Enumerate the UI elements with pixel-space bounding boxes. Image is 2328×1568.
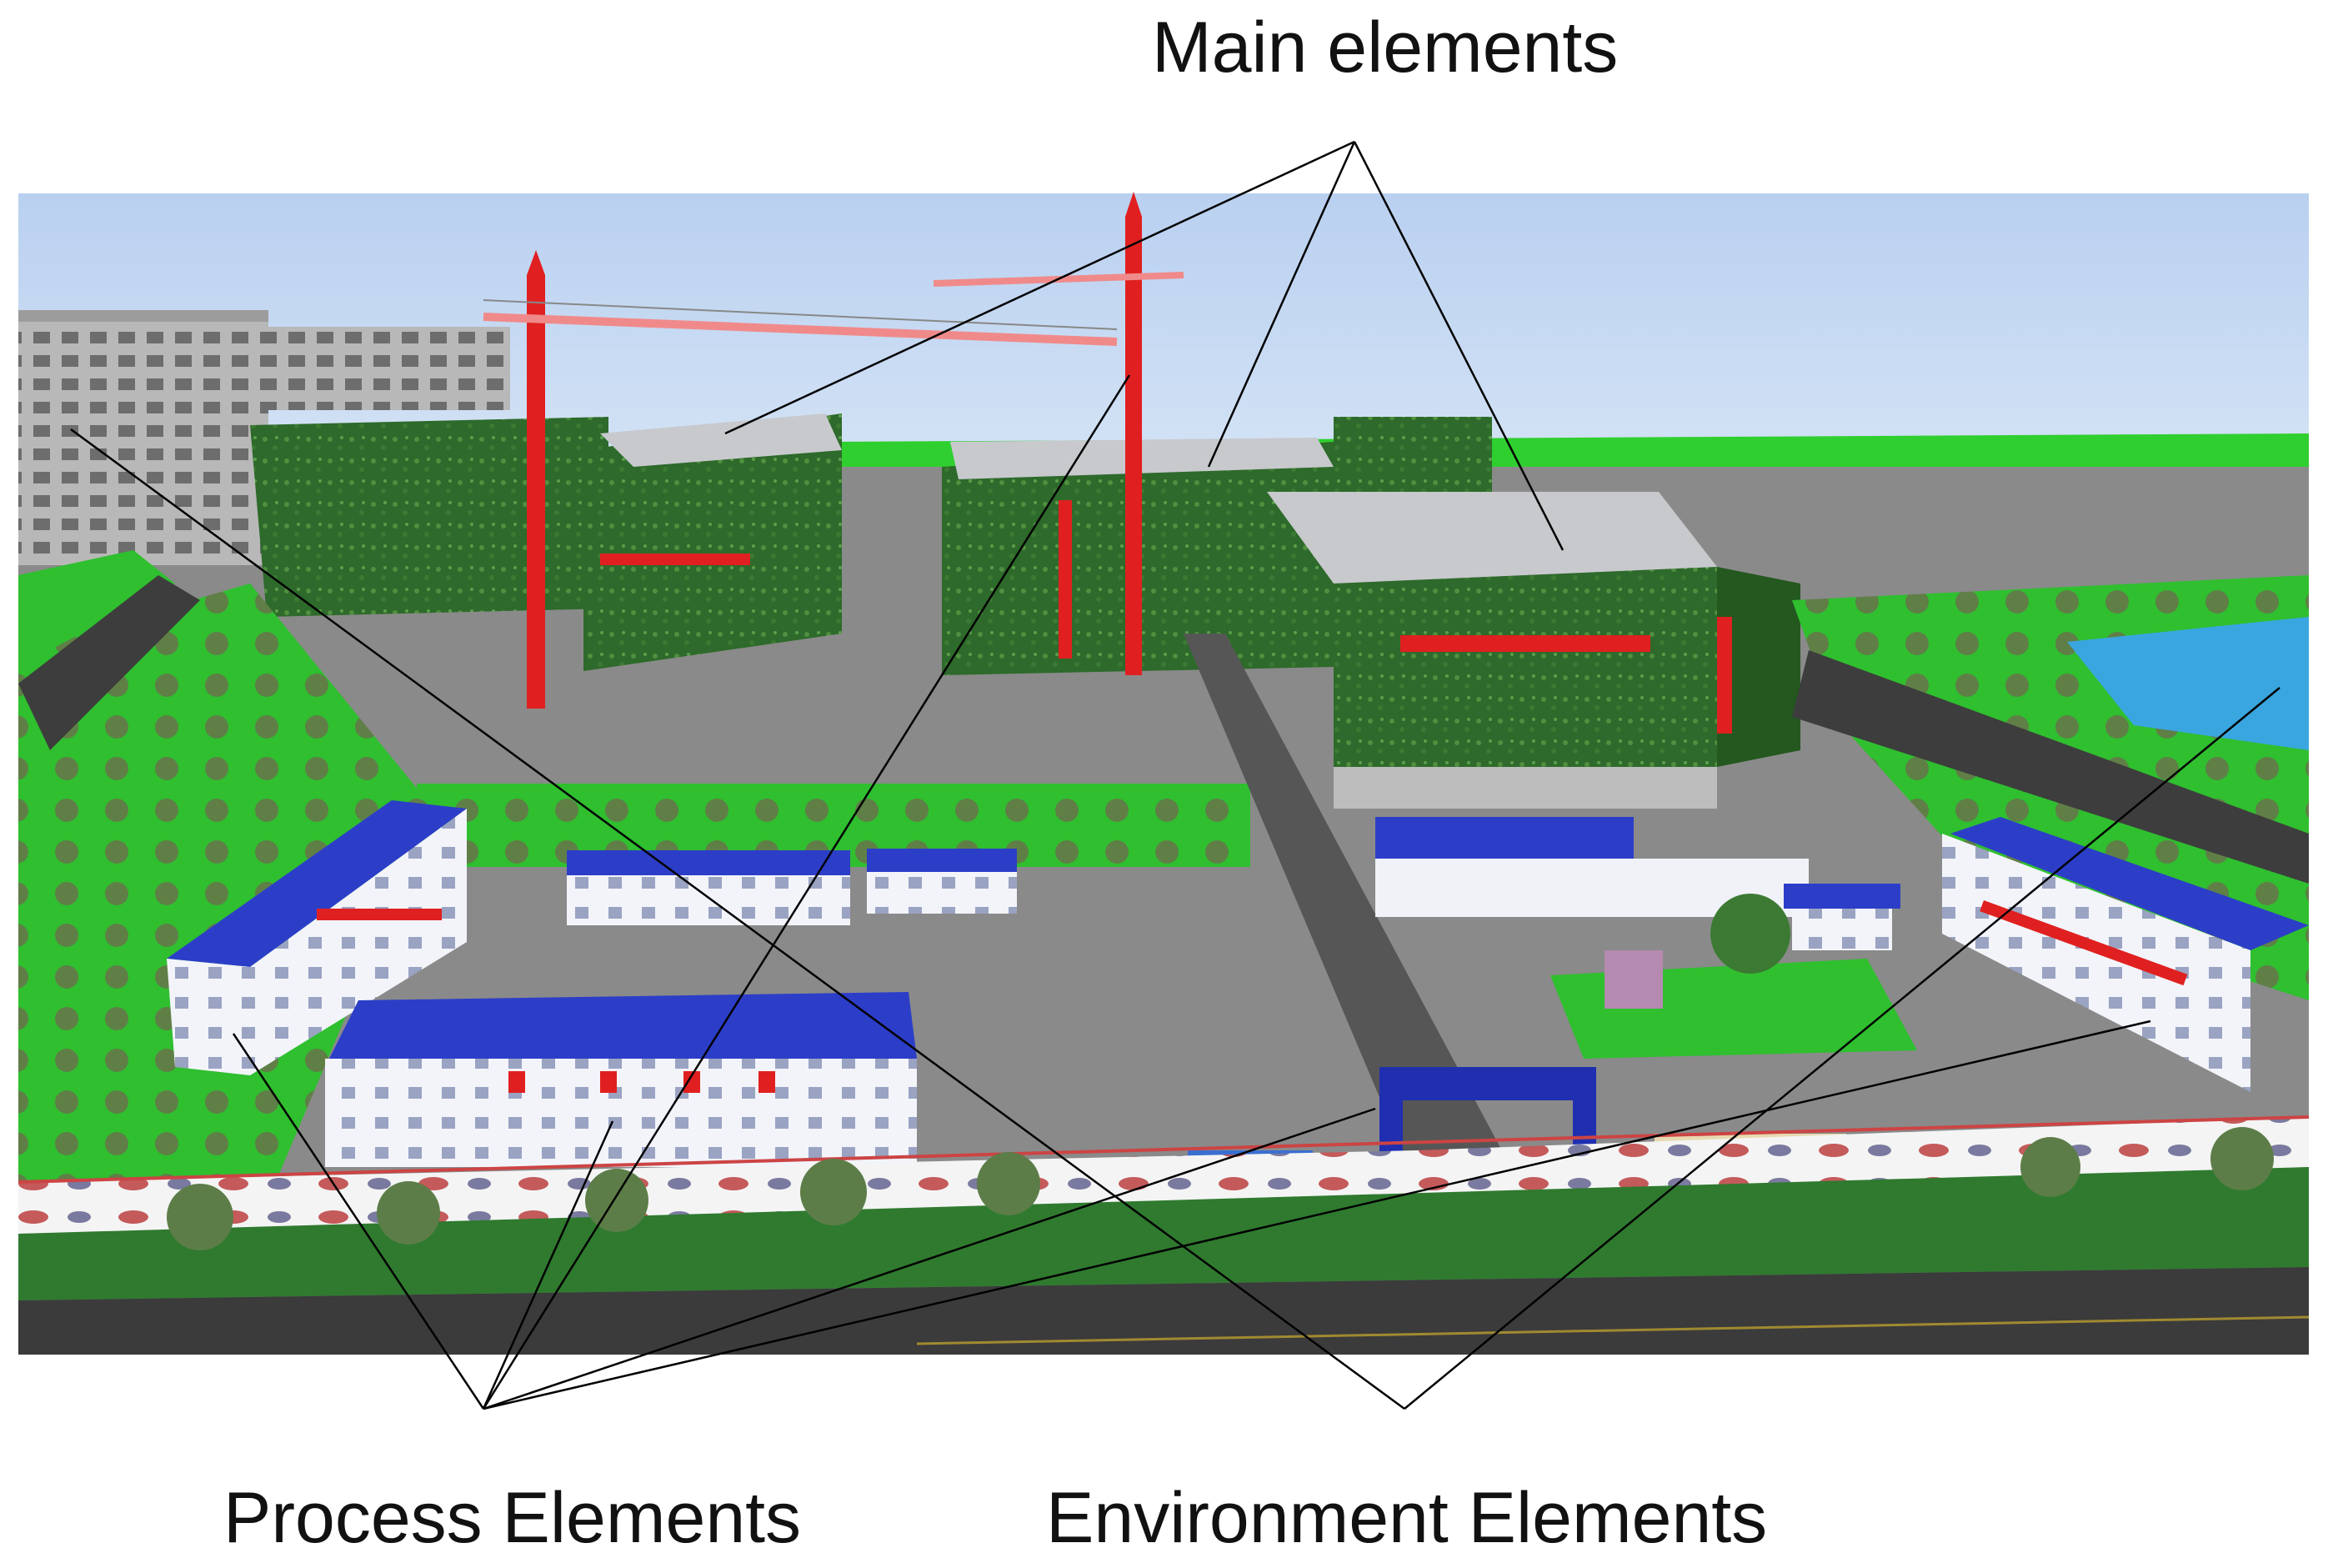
front-trees <box>167 1127 2274 1250</box>
process-elements-pointer-lines <box>232 374 2151 1410</box>
prefab-office-front <box>325 992 917 1167</box>
prefab-building-middle <box>567 849 1017 925</box>
left-lawn <box>18 584 433 1184</box>
gray-office-building <box>18 315 268 565</box>
right-road <box>1792 650 2309 884</box>
process-elements-label: Process Elements <box>223 1478 802 1558</box>
pond <box>2067 617 2309 750</box>
main-elements-pointer-lines <box>724 140 1565 551</box>
prefab-dormitory-right <box>1942 817 2309 1092</box>
building-under-construction-left <box>250 413 842 671</box>
hedge <box>18 1167 2309 1300</box>
left-road <box>18 575 200 750</box>
environment-elements-label: Environment Elements <box>1046 1478 1768 1558</box>
tower-crane-left <box>483 250 1118 709</box>
main-elements-label: Main elements <box>1152 8 1619 88</box>
building-under-construction-right <box>1267 492 1800 809</box>
environment-elements-pointer-lines <box>70 428 2280 1410</box>
prefab-dormitory-left <box>167 800 467 1075</box>
front-road <box>18 1267 2309 1355</box>
